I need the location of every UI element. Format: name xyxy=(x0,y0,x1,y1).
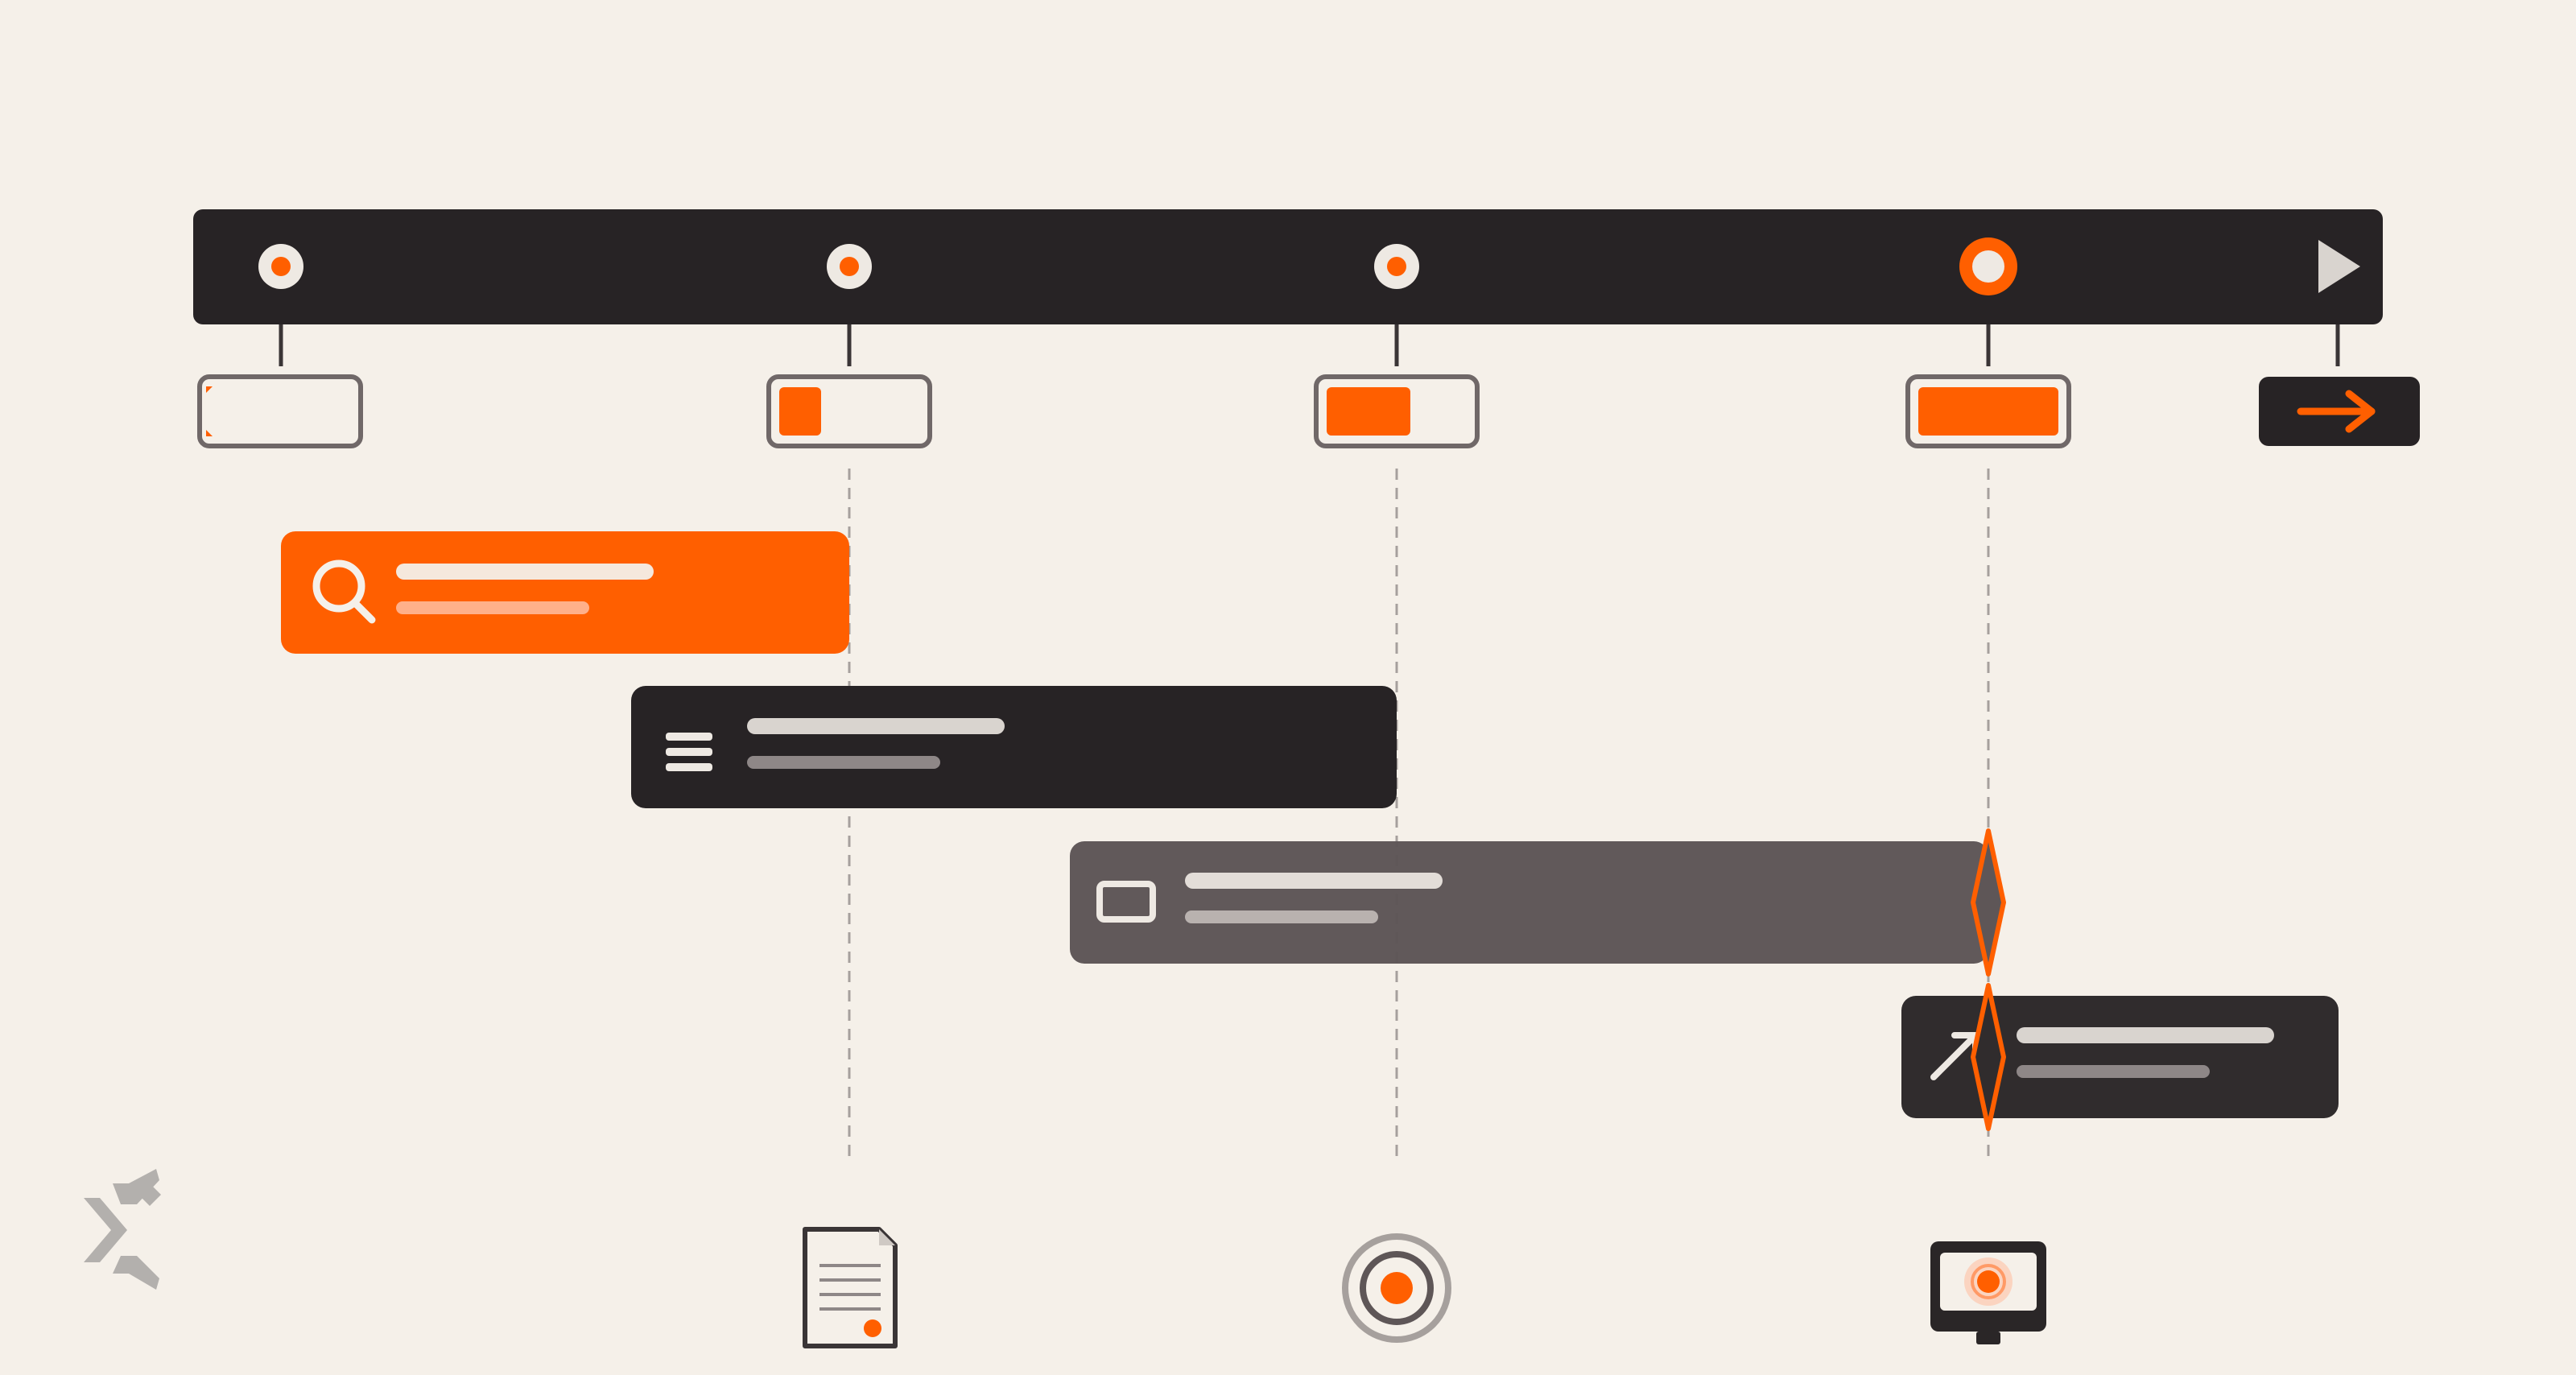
progress-fill xyxy=(1918,387,2058,436)
milestone-start xyxy=(258,244,303,289)
progress-box-start xyxy=(197,374,363,448)
task-title-placeholder xyxy=(1185,873,1443,889)
target-icon xyxy=(1342,1233,1451,1343)
milestone-2 xyxy=(827,244,872,289)
task-title-placeholder xyxy=(747,718,1005,734)
end-box xyxy=(2259,377,2420,446)
milestone-4 xyxy=(1959,237,2017,295)
diamond-marker-screen xyxy=(1971,828,2006,977)
progress-box-4 xyxy=(1905,374,2071,448)
brand-logo-icon xyxy=(84,1169,161,1290)
task-list xyxy=(631,686,1397,808)
task-subtitle-placeholder xyxy=(2017,1065,2210,1078)
progress-fill xyxy=(779,387,821,436)
task-subtitle-placeholder xyxy=(747,756,940,769)
arrow-right-icon xyxy=(2297,390,2376,433)
progress-box-3 xyxy=(1314,374,1480,448)
task-title-placeholder xyxy=(2017,1027,2274,1043)
monitor-icon xyxy=(1930,1241,2046,1344)
milestone-connectors xyxy=(279,324,2340,366)
search-icon xyxy=(312,559,376,624)
window-icon xyxy=(1096,881,1156,923)
diamond-marker-launch xyxy=(1971,983,2006,1131)
play-arrow-icon xyxy=(2318,240,2360,293)
milestone-3 xyxy=(1374,244,1419,289)
task-launch xyxy=(1901,996,2339,1118)
task-screen xyxy=(1070,841,1988,964)
task-subtitle-placeholder xyxy=(396,601,589,614)
progress-fill xyxy=(1327,387,1410,436)
list-icon xyxy=(666,733,712,771)
task-subtitle-placeholder xyxy=(1185,910,1378,923)
task-title-placeholder xyxy=(396,564,654,580)
task-research xyxy=(281,531,849,654)
progress-box-2 xyxy=(766,374,932,448)
document-icon xyxy=(803,1227,898,1348)
timeline-bar xyxy=(193,209,2383,324)
